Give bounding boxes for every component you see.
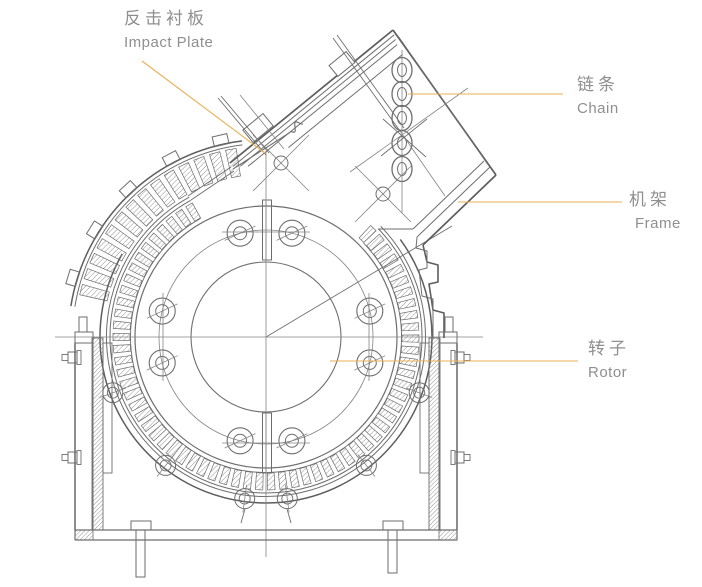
label-impact-plate: 反击衬板 Impact Plate: [124, 8, 213, 53]
label-chain-en: Chain: [577, 100, 619, 117]
liner-inner-band: [112, 202, 420, 491]
frame-bracket: [415, 236, 445, 338]
label-chain: 链条 Chain: [577, 74, 619, 119]
label-impact-plate-en: Impact Plate: [124, 34, 214, 51]
label-frame: 机架 Frame: [629, 189, 681, 234]
label-rotor: 转子 Rotor: [588, 338, 630, 383]
label-frame-zh: 机架: [629, 190, 671, 209]
label-rotor-en: Rotor: [588, 364, 628, 381]
impact-plate-band: [65, 133, 413, 307]
centerlines: [55, 152, 483, 557]
right-support: [419, 316, 471, 531]
anchor-bolts: [130, 520, 404, 578]
label-impact-plate-zh: 反击衬板: [124, 9, 208, 28]
label-chain-zh: 链条: [577, 75, 619, 94]
label-frame-en: Frame: [635, 215, 681, 232]
label-rotor-zh: 转子: [588, 339, 630, 358]
crosshair-markers: [252, 134, 412, 223]
feed-chute: [217, 29, 497, 246]
leader-impact-plate: [141, 60, 266, 154]
left-support: [61, 316, 113, 531]
leader-lines: [141, 60, 622, 362]
chain: [349, 50, 469, 213]
